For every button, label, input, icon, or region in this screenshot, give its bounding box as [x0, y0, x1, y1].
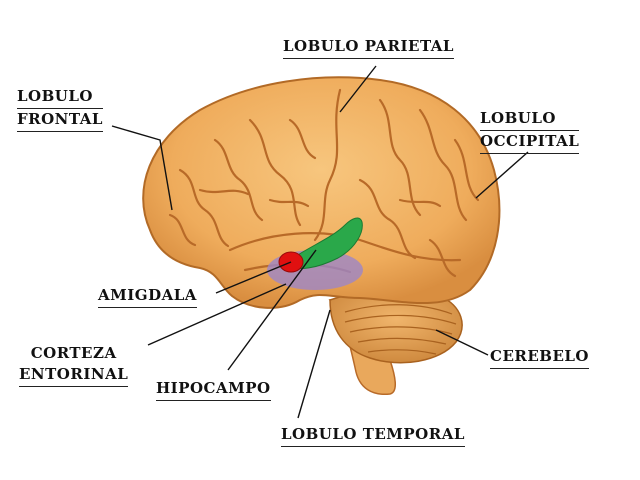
leader-lines [111, 65, 529, 419]
cerebrum [142, 76, 501, 309]
label-text: AMIGDALA [98, 285, 197, 308]
cerebellum-folia [344, 304, 457, 355]
label-lobulo-occipital: LOBULO OCCIPITAL [480, 108, 580, 154]
leader-lobulo-temporal [297, 309, 331, 419]
label-text-line2: ENTORINAL [19, 364, 129, 387]
label-text: HIPOCAMPO [156, 378, 271, 401]
leader-lobulo-occipital [475, 151, 529, 199]
leader-corteza-entorinal [147, 283, 287, 346]
label-text-line2: OCCIPITAL [480, 131, 580, 154]
label-cerebelo: CEREBELO [490, 346, 589, 369]
label-text-line1: LOBULO [480, 108, 580, 131]
leader-hipocampo [227, 249, 317, 371]
hipocampo-region [284, 217, 363, 269]
leader-lobulo-parietal [339, 65, 377, 113]
label-corteza-entorinal: CORTEZA ENTORINAL [19, 343, 129, 387]
leader-amigdala [215, 261, 292, 294]
label-text-line1: CORTEZA [30, 344, 117, 362]
label-text: LOBULO TEMPORAL [281, 424, 465, 447]
label-hipocampo: HIPOCAMPO [156, 378, 271, 401]
label-text-line1: LOBULO [17, 86, 103, 109]
label-lobulo-frontal: LOBULO FRONTAL [17, 86, 103, 132]
label-text: LOBULO PARIETAL [283, 36, 454, 59]
label-amigdala: AMIGDALA [98, 285, 197, 308]
cortex-sulci [168, 88, 480, 278]
label-lobulo-temporal: LOBULO TEMPORAL [281, 424, 465, 447]
label-text-line2: FRONTAL [17, 109, 103, 132]
leader-cerebelo [435, 329, 489, 356]
label-text: CEREBELO [490, 346, 589, 369]
label-lobulo-parietal: LOBULO PARIETAL [283, 36, 454, 59]
leader-lobulo-frontal [111, 125, 173, 211]
